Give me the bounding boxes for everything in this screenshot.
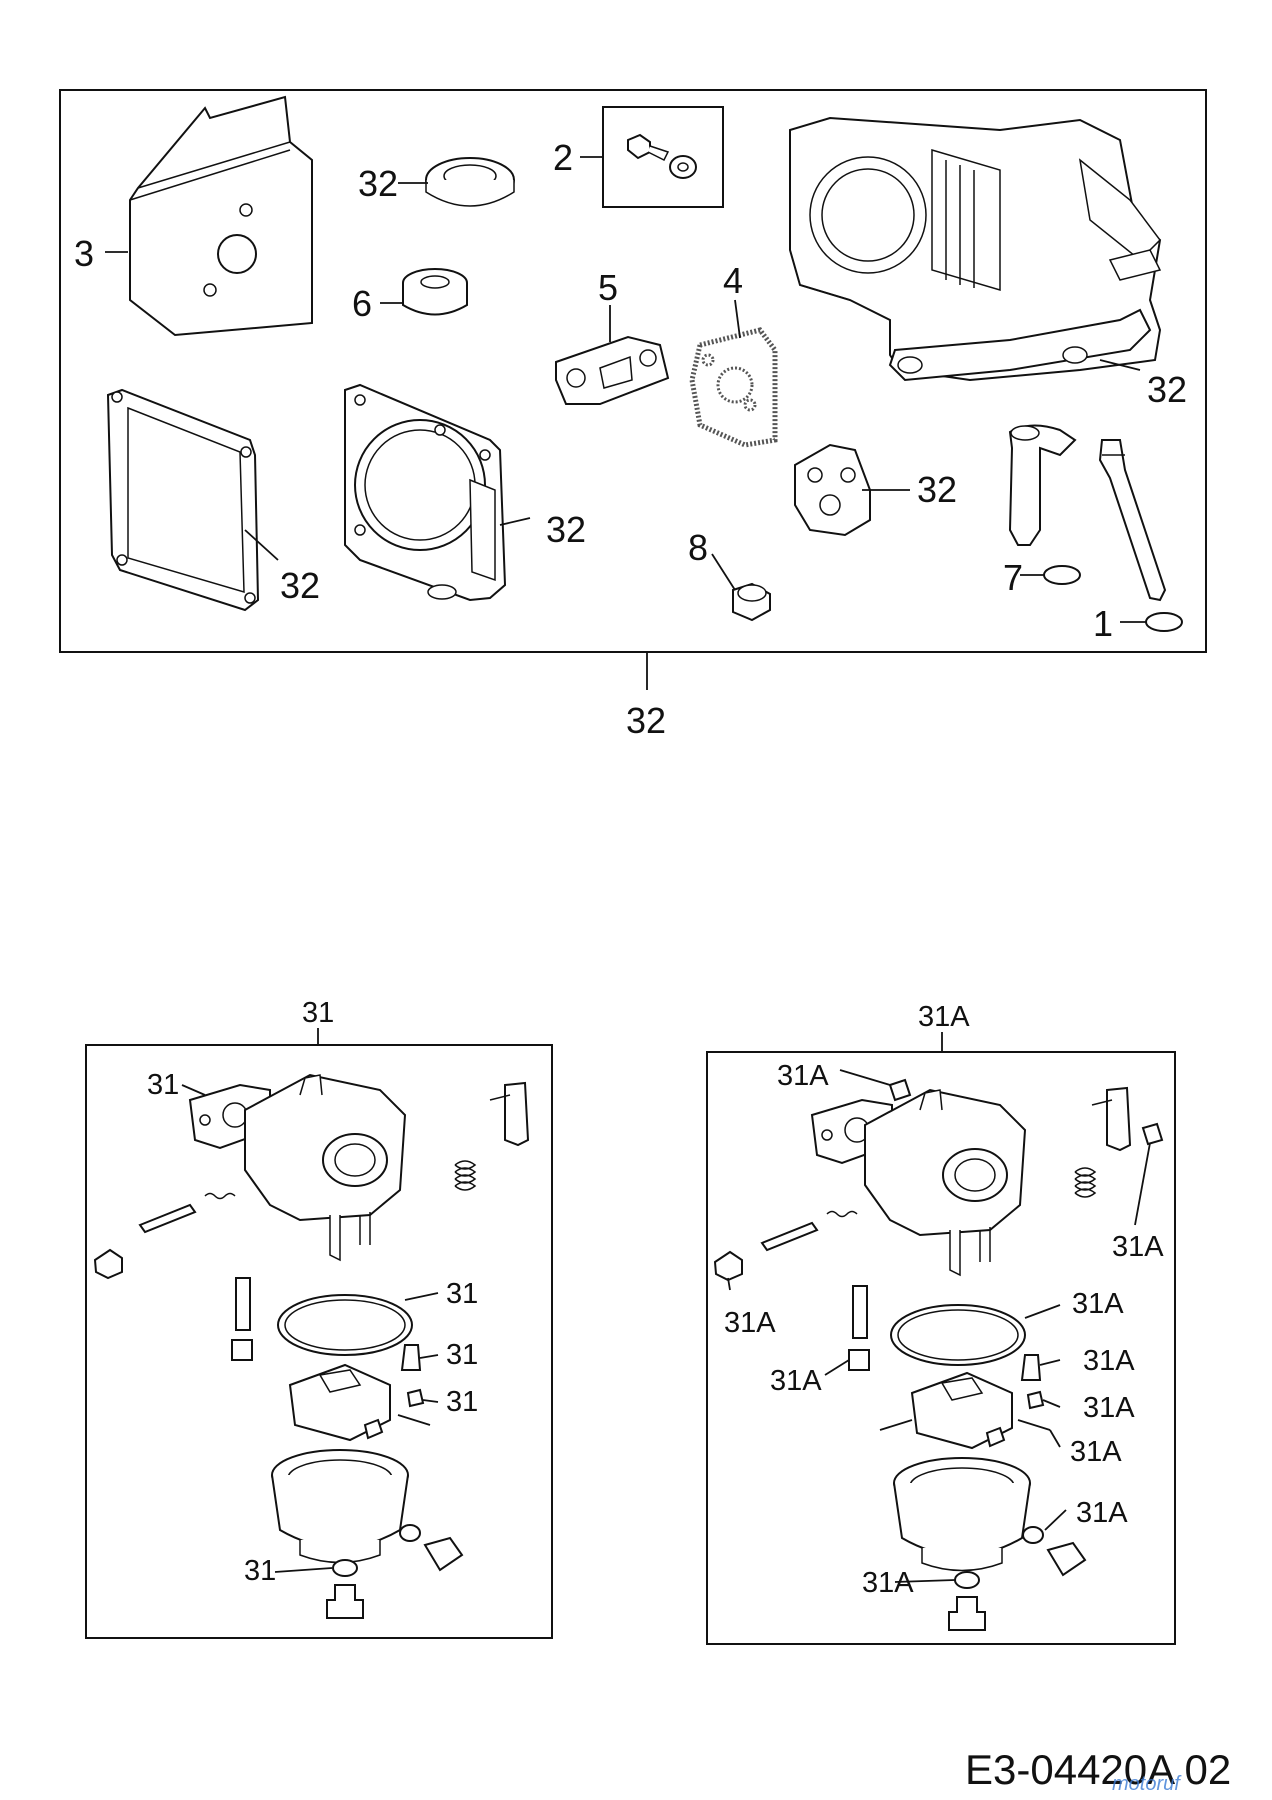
leader-lines-31a — [727, 1069, 1151, 1583]
part-32-cover-gasket — [106, 388, 260, 612]
label-7: 7 — [1003, 557, 1023, 598]
kit-31a-label-oring: 31A — [1076, 1497, 1128, 1529]
label-32-oil-seal: 32 — [358, 163, 398, 204]
kit-31a-label-washer: 31A — [862, 1567, 914, 1599]
carburetor-kit-31-panel: 31 — [85, 997, 553, 1639]
part-7-o-ring — [1043, 565, 1081, 585]
kit-31-label-needle: 31 — [446, 1339, 478, 1371]
carburetor-kit-31a-panel: 31A — [706, 1001, 1176, 1645]
kit-31a-label-bushing-right: 31A — [1112, 1231, 1164, 1263]
part-32-head-gasket — [344, 383, 507, 602]
part-1-o-ring — [1145, 612, 1183, 632]
kit-31a-label-jet: 31A — [770, 1365, 822, 1397]
label-assembly-32: 32 — [626, 700, 666, 741]
label-8: 8 — [688, 527, 708, 568]
label-32-engine: 32 — [1147, 369, 1187, 410]
label-32-head-gasket: 32 — [546, 509, 586, 550]
dipstick — [1098, 439, 1167, 602]
leader-lines-31 — [181, 1084, 439, 1573]
label-6: 6 — [352, 283, 372, 324]
kit-31a-label-needle: 31A — [1083, 1345, 1135, 1377]
part-8-spacer — [732, 582, 771, 622]
engine-block — [789, 116, 1162, 382]
kit-31a-label-clip: 31A — [1083, 1392, 1135, 1424]
kit-31a-title: 31A — [918, 1001, 970, 1033]
part-5-insulator — [555, 335, 670, 405]
part-2-bolt-washer — [602, 106, 724, 208]
oil-filler-tube — [1008, 424, 1077, 546]
label-2: 2 — [553, 137, 573, 178]
kit-31a-label-screw: 31A — [724, 1307, 776, 1339]
label-3: 3 — [74, 233, 94, 274]
part-4-dotted-gasket — [689, 327, 778, 448]
label-32-cover-gasket: 32 — [280, 565, 320, 606]
drawing-code: E3-04420A 02 — [965, 1746, 1231, 1793]
label-5: 5 — [598, 267, 618, 308]
carburetor-31a — [713, 1078, 1164, 1631]
label-1: 1 — [1093, 603, 1113, 644]
leader-lines-top — [105, 156, 1146, 690]
gasket-kit-frame — [59, 89, 1207, 653]
kit-31a-frame — [706, 1051, 1176, 1645]
part-32-oil-seal — [425, 157, 515, 207]
part-3-filter-gasket — [129, 95, 313, 337]
kit-31-title: 31 — [302, 997, 334, 1029]
gasket-kit-panel: 32 2 3 6 5 4 32 32 32 8 32 7 1 32 — [59, 89, 1207, 741]
label-4: 4 — [723, 260, 743, 301]
kit-31-label-flange: 31 — [147, 1069, 179, 1101]
kit-31-label-clip: 31 — [446, 1386, 478, 1418]
label-32-breather: 32 — [917, 469, 957, 510]
kit-31a-label-ring: 31A — [1072, 1288, 1124, 1320]
carburetor-31 — [93, 1073, 530, 1619]
part-6-bushing — [402, 268, 468, 316]
watermark: motoruf — [1112, 1773, 1182, 1795]
kit-31-label-ring: 31 — [446, 1278, 478, 1310]
kit-31-label-washer: 31 — [244, 1555, 276, 1587]
kit-31a-label-bushing: 31A — [777, 1060, 829, 1092]
kit-31a-label-pin: 31A — [1070, 1436, 1122, 1468]
part-32-breather-gasket — [794, 443, 871, 537]
kit-31-frame — [85, 1044, 553, 1639]
